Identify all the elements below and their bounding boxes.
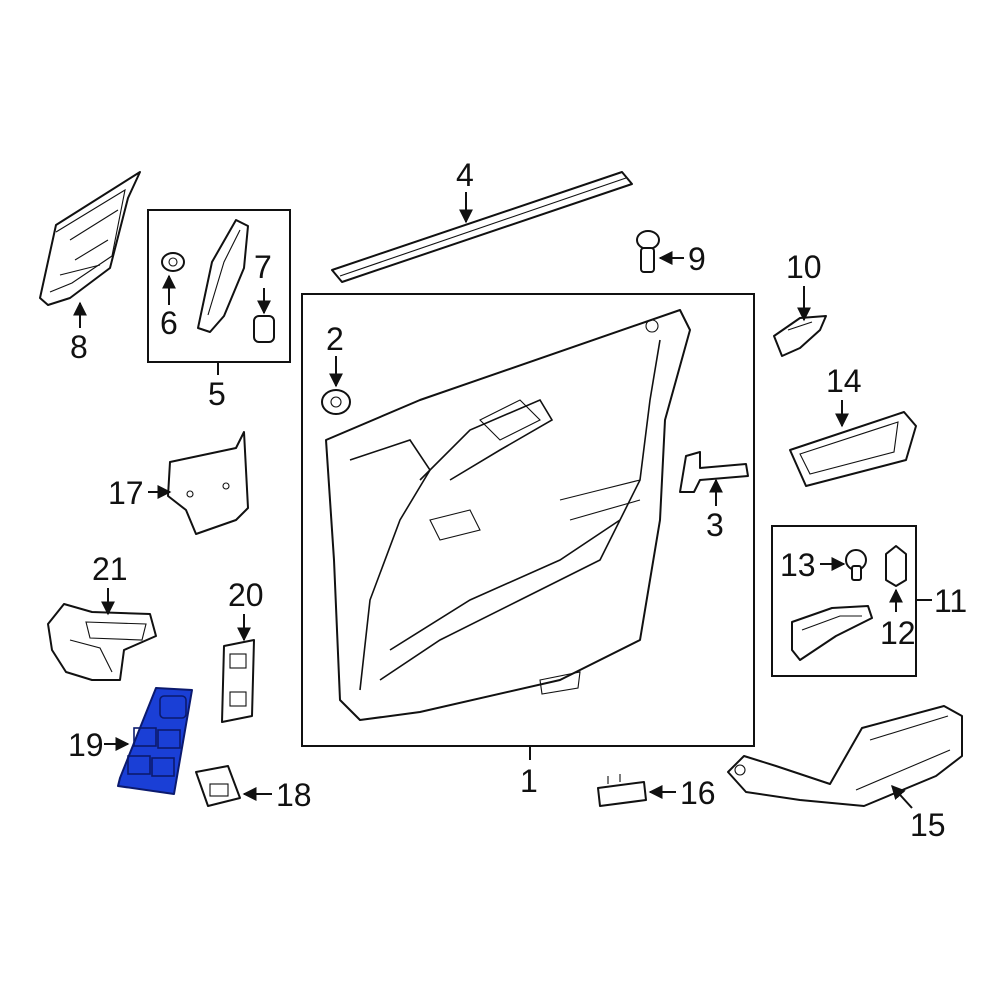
callout-3: 3 [706,507,724,543]
callout-9: 9 [688,241,706,277]
part-3-clip[interactable] [679,451,749,493]
group-box-5 [147,209,291,363]
callout-8: 8 [70,329,88,365]
part-4-belt-molding[interactable] [331,171,633,283]
part-1-door-trim-panel[interactable] [325,309,691,721]
part-14-trim-insert[interactable] [789,411,917,487]
part-16-lamp[interactable] [597,774,647,807]
part-17-bracket[interactable] [167,431,249,535]
part-9-bolt[interactable] [636,230,660,273]
part-20-switch-panel[interactable] [221,639,255,723]
group-box-1 [301,293,755,747]
part-11-handle-bezel[interactable] [791,605,873,661]
part-10-bracket[interactable] [773,315,827,357]
part-6-clip[interactable] [161,252,185,272]
part-7-grommet[interactable] [253,315,275,343]
callout-11: 11 [934,583,967,619]
callout-1: 1 [520,763,538,799]
callout-19: 19 [68,727,104,763]
part-12-clip[interactable] [885,545,907,587]
leader-15 [891,784,913,809]
callout-13: 13 [780,547,816,583]
callout-6: 6 [160,305,178,341]
callout-18: 18 [276,777,312,813]
callout-10: 10 [786,249,822,285]
callout-5: 5 [208,376,226,412]
callout-14: 14 [826,363,862,399]
part-5-pillar-trim[interactable] [197,219,249,333]
callout-21: 21 [92,551,128,587]
callout-15: 15 [910,807,946,843]
callout-12: 12 [880,615,916,651]
part-13-screw[interactable] [845,549,867,581]
callout-2: 2 [326,321,344,357]
callout-20: 20 [228,577,264,613]
part-2-clip[interactable] [321,389,351,415]
callout-4: 4 [456,157,474,193]
callout-7: 7 [254,249,272,285]
part-8-mirror-cover[interactable] [39,171,141,306]
callout-16: 16 [680,775,716,811]
part-15-pull-handle[interactable] [727,705,963,807]
part-21-seat-switch[interactable] [47,603,157,681]
callout-17: 17 [108,475,144,511]
part-18-switch[interactable] [195,765,241,807]
part-19-window-switch[interactable] [117,687,193,795]
